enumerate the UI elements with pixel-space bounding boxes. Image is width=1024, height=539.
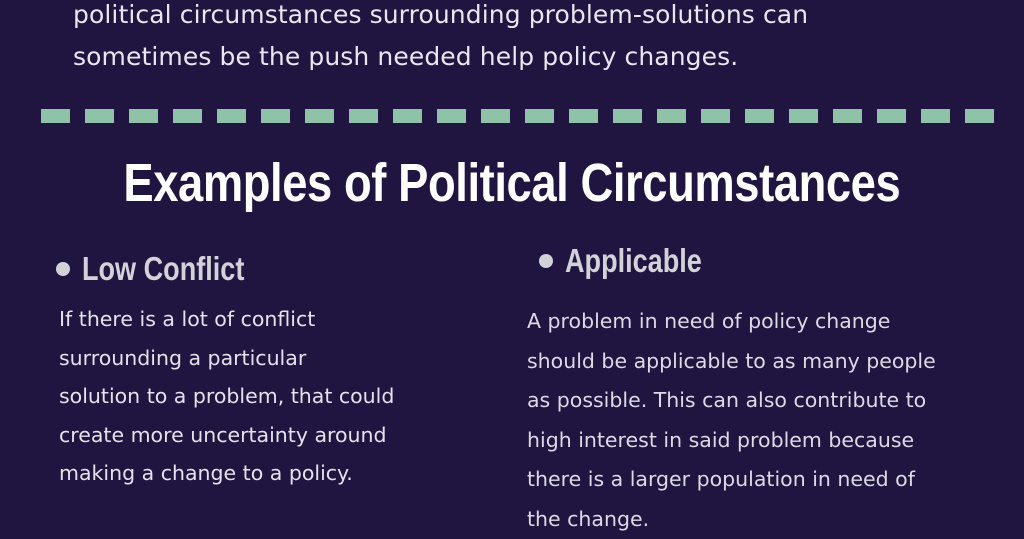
divider-dash (173, 109, 202, 123)
divider-dash (437, 109, 466, 123)
divider-dash (921, 109, 950, 123)
divider-dash (393, 109, 422, 123)
intro-line-2: sometimes be the push needed help policy… (73, 36, 993, 78)
divider-dash (789, 109, 818, 123)
divider-dash (965, 109, 994, 123)
bullet-icon (539, 254, 553, 268)
divider-dash (833, 109, 862, 123)
divider-dash (745, 109, 774, 123)
text-line: If there is a lot of conflict (59, 300, 394, 339)
intro-paragraph: political circumstances surrounding prob… (73, 0, 993, 78)
bullet-icon (56, 262, 70, 276)
text-line: create more uncertainty around (59, 416, 394, 455)
low-conflict-description: If there is a lot of conflict surroundin… (59, 300, 394, 493)
heading-applicable: Applicable (539, 242, 732, 280)
text-line: as possible. This can also contribute to (527, 381, 936, 421)
divider-dash (877, 109, 906, 123)
heading-label: Low Conflict (82, 250, 244, 288)
divider-dash (701, 109, 730, 123)
divider-dash (569, 109, 598, 123)
intro-line-1: political circumstances surrounding prob… (73, 0, 993, 36)
divider-dash (217, 109, 246, 123)
divider-dash (349, 109, 378, 123)
divider-dash (305, 109, 334, 123)
text-line: there is a larger population in need of (527, 460, 936, 500)
text-line: solution to a problem, that could (59, 377, 394, 416)
divider-dash (481, 109, 510, 123)
divider-dash (41, 109, 70, 123)
text-line: making a change to a policy. (59, 454, 394, 493)
divider-dash (129, 109, 158, 123)
applicable-description: A problem in need of policy change shoul… (527, 302, 936, 539)
divider-dash (657, 109, 686, 123)
heading-low-conflict: Low Conflict (56, 250, 280, 288)
page-title: Examples of Political Circumstances (82, 148, 942, 218)
text-line: should be applicable to as many people (527, 342, 936, 382)
text-line: the change. (527, 500, 936, 539)
divider-dash (85, 109, 114, 123)
heading-label: Applicable (565, 242, 702, 280)
text-line: A problem in need of policy change (527, 302, 936, 342)
divider-dash (613, 109, 642, 123)
divider-dash (261, 109, 290, 123)
text-line: surrounding a particular (59, 339, 394, 378)
dashed-divider (41, 109, 991, 123)
divider-dash (525, 109, 554, 123)
text-line: high interest in said problem because (527, 421, 936, 461)
